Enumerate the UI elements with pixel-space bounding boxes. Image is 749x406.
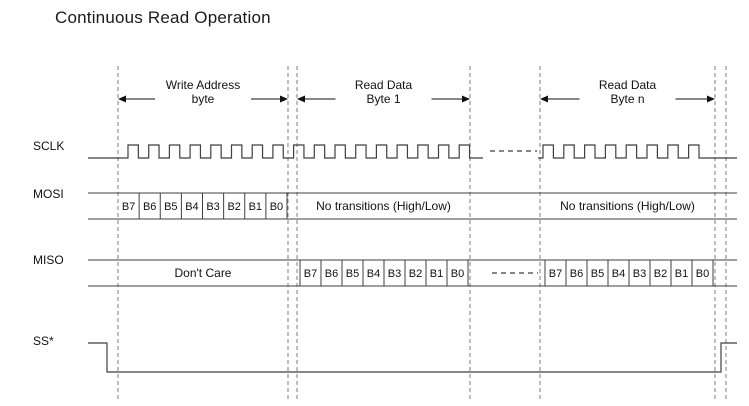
- miso-bit-label: B4: [367, 268, 380, 280]
- mosi-bit-label: B5: [164, 201, 177, 213]
- signal-label-sclk: SCLK: [33, 139, 64, 153]
- signal-label-miso: MISO: [33, 253, 64, 267]
- miso-bit-label: B3: [633, 268, 646, 280]
- mosi-bit-label: B4: [185, 201, 198, 213]
- region-label-line1: Write Address: [166, 78, 240, 92]
- region-label-line2: Byte n: [610, 92, 644, 106]
- miso-bit-label: B4: [612, 268, 625, 280]
- arrow-left-head: [118, 95, 126, 103]
- sclk-waveform-burst-1: [88, 144, 483, 159]
- region-label-line1: Read Data: [599, 78, 657, 92]
- arrow-left-head: [540, 95, 548, 103]
- miso-bit-label: B2: [409, 268, 422, 280]
- mosi-bus-text: No transitions (High/Low): [560, 199, 695, 213]
- miso-bit-label: B7: [304, 268, 317, 280]
- miso-bit-label: B0: [696, 268, 709, 280]
- signal-label-mosi: MOSI: [33, 187, 64, 201]
- miso-bit-label: B5: [346, 268, 359, 280]
- region-label-line2: Byte 1: [366, 92, 400, 106]
- region-label-line2: byte: [192, 92, 215, 106]
- region-label-line1: Read Data: [355, 78, 413, 92]
- mosi-bit-label: B3: [206, 201, 219, 213]
- miso-bit-label: B6: [325, 268, 338, 280]
- arrow-right-head: [462, 95, 470, 103]
- miso-bit-label: B7: [549, 268, 562, 280]
- miso-bit-label: B2: [654, 268, 667, 280]
- miso-bit-label: B3: [388, 268, 401, 280]
- miso-bit-label: B1: [675, 268, 688, 280]
- page-title: Continuous Read Operation: [55, 8, 271, 27]
- signal-label-ss: SS*: [33, 334, 54, 348]
- arrow-right-head: [280, 95, 288, 103]
- ss-waveform: [88, 342, 737, 373]
- mosi-bus-text: No transitions (High/Low): [316, 199, 451, 213]
- miso-bit-label: B6: [570, 268, 583, 280]
- miso-bus-text: Don't Care: [175, 266, 232, 280]
- arrow-right-head: [707, 95, 715, 103]
- mosi-bit-label: B2: [227, 201, 240, 213]
- miso-bit-label: B0: [451, 268, 464, 280]
- sclk-waveform-burst-2: [538, 144, 737, 159]
- mosi-bit-label: B0: [270, 201, 283, 213]
- mosi-bit-label: B1: [249, 201, 262, 213]
- arrow-left-head: [297, 95, 305, 103]
- miso-bit-label: B5: [591, 268, 604, 280]
- mosi-bit-label: B7: [122, 201, 135, 213]
- miso-bit-label: B1: [430, 268, 443, 280]
- mosi-bit-label: B6: [143, 201, 156, 213]
